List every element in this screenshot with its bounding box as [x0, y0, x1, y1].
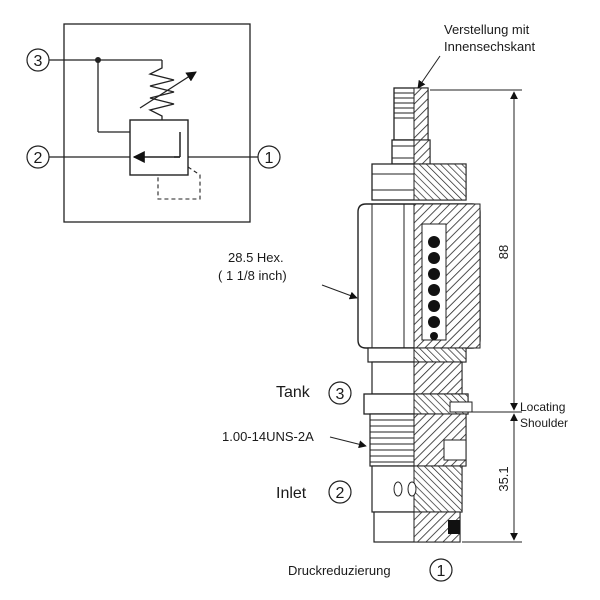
port-2-marker: 2 — [26, 145, 50, 169]
caption-port-number: 1 — [437, 563, 446, 580]
spring-symbol — [148, 60, 175, 120]
dimension-lines: 88 35.1 — [430, 89, 522, 543]
upper-body — [371, 163, 467, 201]
adjust-label-line2: Innensechskant — [444, 39, 535, 54]
shoulder-label-line1: Locating — [520, 400, 565, 414]
thread-label: 1.00-14UNS-2A — [222, 429, 314, 444]
valve-envelope — [129, 119, 189, 176]
inlet-port-number: 2 — [336, 485, 345, 502]
tank-label: Tank — [276, 384, 311, 401]
shoulder-label-line2: Shoulder — [520, 416, 568, 430]
svg-text:1: 1 — [265, 150, 274, 167]
cartridge-valve-body — [357, 87, 481, 543]
port-3-marker: 3 — [26, 48, 50, 72]
svg-text:3: 3 — [34, 53, 43, 70]
pilot-line — [157, 166, 201, 200]
dimension-lower-value: 35.1 — [496, 466, 511, 491]
caption-label: Druckreduzierung — [288, 563, 391, 578]
hex-label-line1: 28.5 Hex. — [228, 250, 284, 265]
callouts: Verstellung mit Innensechskant 28.5 Hex.… — [218, 22, 568, 582]
schematic-frame — [63, 23, 251, 223]
hydraulic-schematic: 3 2 1 — [26, 23, 281, 223]
tank-port-number: 3 — [336, 386, 345, 403]
lower-body — [363, 347, 473, 543]
dimension-overall-value: 88 — [496, 245, 511, 259]
adjusting-screw — [391, 87, 431, 165]
inlet-label: Inlet — [276, 485, 307, 502]
spring-coils — [428, 236, 440, 340]
svg-text:2: 2 — [34, 150, 43, 167]
adjust-label-line1: Verstellung mit — [444, 22, 530, 37]
adjustable-arrow — [139, 71, 197, 109]
port-1-marker: 1 — [257, 145, 281, 169]
hex-section — [357, 203, 481, 349]
hex-label-line2: ( 1 1/8 inch) — [218, 268, 287, 283]
